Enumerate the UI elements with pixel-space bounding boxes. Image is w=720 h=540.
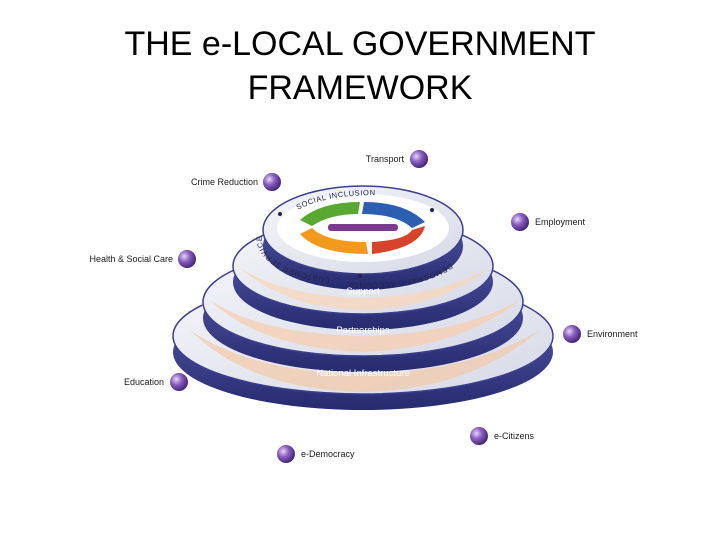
- tier-label-standards: Standards: [341, 411, 385, 422]
- core-ring: SOCIAL INCLUSION DEMOCRATIC ACCOUNTABILI…: [0, 0, 454, 290]
- title-line-2: FRAMEWORK: [247, 69, 473, 107]
- node-label-environment: Environment: [587, 329, 638, 339]
- ring-segment-social-inclusion: [300, 202, 360, 226]
- ring-segment-red: [372, 226, 425, 254]
- node-label-health-social-care: Health & Social Care: [89, 254, 173, 264]
- node-label-e-citizens: e-Citizens: [494, 431, 535, 441]
- node-employment: Employment: [511, 213, 586, 231]
- node-label-crime-reduction: Crime Reduction: [191, 177, 258, 187]
- node-environment: Environment: [563, 325, 638, 343]
- node-e-democracy: e-Democracy: [277, 445, 355, 463]
- node-label-transport: Transport: [366, 154, 405, 164]
- slide-title: THE e-LOCAL GOVERNMENT FRAMEWORK: [0, 22, 720, 110]
- node-label-education: Education: [124, 377, 164, 387]
- ring-segment-democratic-accountability: [362, 202, 425, 228]
- tier-label-partnerships: Partnerships: [336, 325, 390, 336]
- ring-segment-customer-service: [300, 228, 368, 254]
- node-label-e-democracy: e-Democracy: [301, 449, 355, 459]
- tier-label-support: Support: [346, 286, 380, 297]
- node-transport: Transport: [366, 150, 428, 168]
- title-line-1: THE e-LOCAL GOVERNMENT: [124, 25, 596, 63]
- node-label-employment: Employment: [535, 217, 586, 227]
- hub-bar: [328, 224, 398, 231]
- node-e-citizens: e-Citizens: [470, 427, 535, 445]
- node-crime-reduction: Crime Reduction: [191, 173, 281, 191]
- tier-label-national-infrastructure: National Infrastructure: [316, 368, 409, 379]
- node-education: Education: [124, 373, 188, 391]
- node-health-social-care: Health & Social Care: [89, 250, 196, 268]
